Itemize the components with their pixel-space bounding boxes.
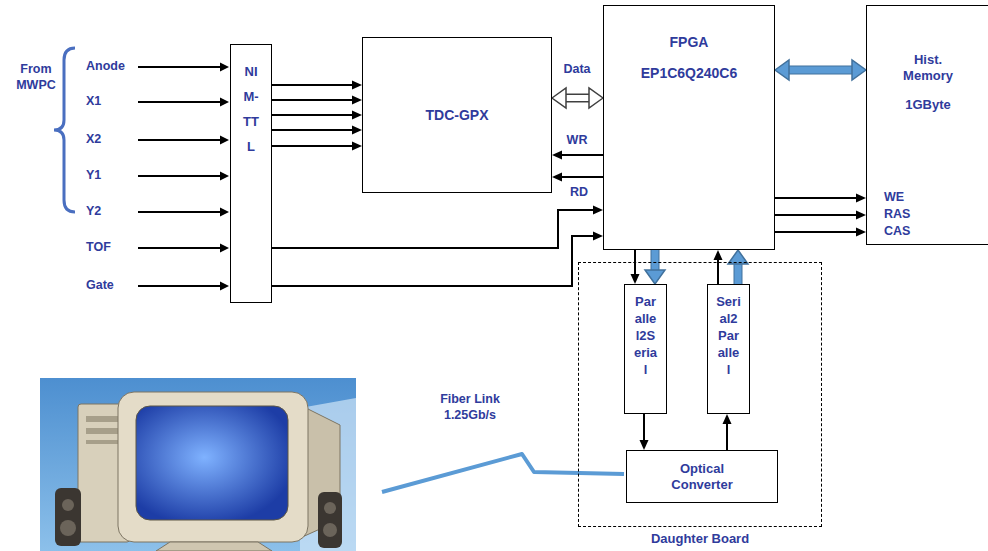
signal-label: X1 [86,94,101,110]
daughter-board-region: Daughter BoardPar alle l2S eria lSeri al… [578,262,822,527]
computer-illustration [40,378,356,551]
arrow-head [552,88,566,108]
tdc-chip-box: TDC-GPX [362,37,552,193]
signal-arrow [640,414,649,450]
block-label: FPGA [670,34,709,51]
arrow-line [643,414,645,442]
signal-arrow [775,211,866,220]
arrow-line [272,129,354,131]
signal-arrow [272,96,362,105]
signal-name: Data [563,62,590,78]
arrow-head [775,60,789,80]
arrow-line [272,99,354,101]
arrow-head [640,440,649,450]
arrow-head [352,96,362,105]
signal-label: Anode [86,59,125,75]
arrow-line [272,210,595,248]
signal-arrow [645,250,665,284]
block-label: Hist. Memory [903,52,953,83]
signal-label: Y2 [86,204,101,220]
arrow-head [714,250,723,260]
arrow-head [856,211,866,220]
arrow-line [775,214,858,216]
bracket [54,48,75,212]
arrow-line [787,67,854,74]
block-label: Optical Converter [671,461,732,492]
arrow-head [352,81,362,90]
arrow-head [856,228,866,237]
signal-name: RD [570,185,588,201]
signal-arrow [775,228,866,237]
arrow-line [726,423,728,451]
arrow-head [723,414,732,424]
signal-arrow [775,194,866,203]
optical-converter-box: Optical Converter [626,450,778,503]
serializer-box: Par alle l2S eria l [624,284,667,414]
arrow-line [272,84,354,86]
arrow-head [352,111,362,120]
signal-label: Gate [86,278,114,294]
signal-label: WE [884,190,904,206]
arrow-head [852,60,866,80]
signal-arrow [552,151,603,160]
signal-arrow [272,81,362,90]
level-converter-box: NI M- TT L [230,44,272,303]
arrow-head [645,270,665,284]
arrow-head [589,88,603,108]
arrow-line [775,231,858,233]
signal-arrow [552,173,603,182]
signal-arrow [728,250,748,284]
arrow-line [272,236,595,286]
arrow-line [272,145,354,147]
arrow-head [552,173,562,182]
signal-label: X2 [86,132,101,148]
arrow-line [561,154,604,156]
deserializer-box: Seri al2 Par alle l [707,284,750,414]
signal-label: Fiber Link 1.25Gb/s [434,392,506,423]
arrow-line [775,197,858,199]
block-label: NI M- TT L [243,59,259,159]
arrow-head [631,274,640,284]
signal-label: From MWPC [16,62,56,93]
block-label: Par alle l2S eria l [634,293,657,378]
signal-arrow [552,88,603,108]
arrow-line [561,176,604,178]
arrow-line [564,95,591,101]
signal-arrow [272,142,362,151]
arrow-head [352,142,362,151]
signal-arrow [631,250,640,284]
input-arrows [138,63,229,291]
block-label: 1GByte [905,97,951,113]
arrow-outline [564,94,591,103]
arrow-outline [787,66,854,75]
arrow-head [593,232,603,241]
signal-arrow [272,232,603,287]
block-label: EP1C6Q240C6 [641,65,738,82]
block-label: Seri al2 Par alle l [716,293,741,378]
signal-arrow [272,206,603,249]
signal-name: WR [567,133,588,149]
signal-label: RAS [884,207,910,223]
arrow-line [735,262,742,284]
signal-arrow [272,126,362,135]
arrow-head [593,206,603,215]
arrow-head [352,126,362,135]
signal-label: CAS [884,224,910,240]
signal-arrow [775,60,866,80]
fpga-box: FPGA EP1C6Q240C6 [603,5,775,250]
signal-arrow [723,414,732,450]
signal-arrow [272,111,362,120]
arrow-head [856,194,866,203]
arrow-line [272,114,354,116]
signal-label: Y1 [86,168,101,184]
signal-label: TOF [86,240,111,256]
fiber-link-bolt [382,454,624,492]
arrow-outline [734,262,743,284]
signal-arrow [714,250,723,284]
region-caption: Daughter Board [651,531,749,547]
block-label: TDC-GPX [426,107,489,124]
arrow-head [552,151,562,160]
